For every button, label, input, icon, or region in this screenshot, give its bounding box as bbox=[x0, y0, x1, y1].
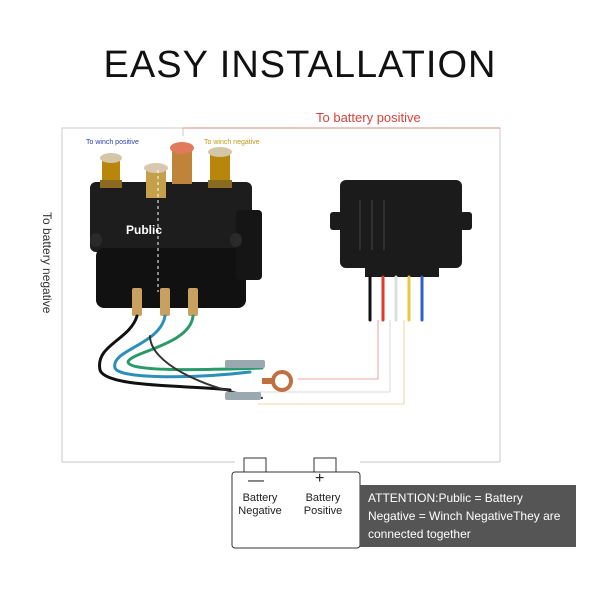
control-lines bbox=[258, 320, 405, 405]
wireless-module bbox=[330, 180, 472, 277]
to-battery-negative-label: To battery negative bbox=[40, 212, 54, 314]
public-label: Public bbox=[126, 223, 163, 237]
wire-connectors bbox=[225, 360, 293, 400]
wire-harness bbox=[98, 314, 264, 399]
module-wires bbox=[368, 275, 424, 322]
solenoid-relay bbox=[90, 142, 262, 316]
battery-positive-label: Battery Positive bbox=[303, 492, 343, 517]
to-winch-negative-label: To winch negative bbox=[204, 139, 260, 146]
attention-note: ATTENTION:Public = Battery Negative = Wi… bbox=[360, 485, 576, 547]
negative-frame-line bbox=[61, 127, 235, 463]
spade-terminals bbox=[132, 288, 198, 316]
battery-minus-sign: — bbox=[248, 472, 264, 489]
to-battery-positive-label: To battery positive bbox=[316, 110, 421, 125]
to-winch-positive-label: To winch positive bbox=[86, 139, 139, 146]
battery-symbol bbox=[231, 457, 361, 549]
page-title: EASY INSTALLATION bbox=[103, 44, 497, 86]
battery-negative-label: Battery Negative bbox=[238, 492, 282, 517]
terminal-studs bbox=[100, 142, 232, 198]
battery-plus-sign: + bbox=[315, 470, 325, 487]
